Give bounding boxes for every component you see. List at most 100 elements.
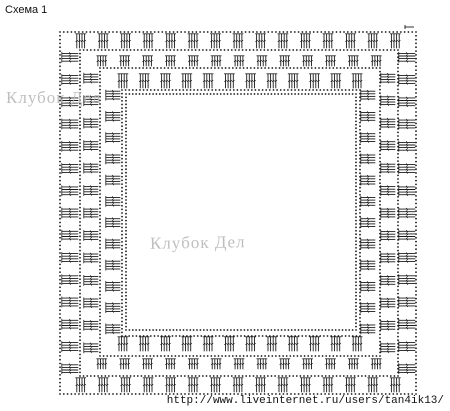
chain-stitch [397, 307, 399, 309]
dc-cluster [165, 377, 176, 393]
chain-stitch [295, 375, 298, 377]
chain-stitch [379, 286, 381, 289]
dc-cluster [75, 33, 87, 49]
chain-stitch [355, 188, 357, 191]
chain-stitch [119, 393, 122, 395]
chain-stitch [355, 185, 357, 188]
chain-stitch [351, 329, 354, 331]
chain-stitch [99, 293, 101, 296]
dc-cluster [398, 74, 416, 85]
chain-stitch [415, 145, 417, 148]
chain-stitch [59, 126, 61, 129]
chain-stitch [99, 211, 101, 213]
chain-stitch [355, 209, 357, 212]
chain-stitch [312, 31, 315, 33]
chain-stitch [415, 370, 417, 372]
chain-stitch [359, 317, 361, 319]
chain-stitch [397, 285, 399, 288]
chain-stitch [392, 31, 395, 33]
dc-cluster [61, 229, 79, 241]
chain-stitch [79, 174, 81, 177]
chain-stitch [196, 67, 198, 69]
chain-stitch [79, 63, 81, 66]
chain-stitch [79, 117, 81, 119]
chain-stitch [79, 350, 81, 352]
chain-stitch [115, 393, 118, 395]
chain-stitch [125, 247, 127, 249]
chain-stitch [379, 128, 381, 131]
chain-stitch [369, 393, 372, 395]
chain-stitch [332, 67, 335, 69]
chain-stitch [121, 288, 123, 290]
chain-stitch [125, 312, 127, 314]
chain-stitch [240, 93, 242, 95]
chain-stitch [214, 31, 217, 33]
chain-stitch [121, 313, 123, 316]
chain-stitch [277, 93, 280, 95]
chain-stitch [59, 179, 61, 182]
chain-stitch [125, 185, 127, 188]
chain-stitch [59, 347, 61, 350]
dc-cluster [245, 73, 256, 89]
chain-stitch [99, 178, 101, 181]
chain-stitch [79, 224, 81, 227]
chain-stitch [140, 375, 143, 377]
chain-stitch [79, 110, 81, 112]
chain-stitch [284, 329, 286, 331]
chain-stitch [99, 207, 101, 210]
chain-stitch [415, 233, 417, 235]
dc-cluster [322, 33, 334, 49]
chain-stitch [180, 49, 183, 51]
dc-cluster [83, 117, 99, 129]
chain-stitch [317, 49, 320, 51]
chain-stitch [261, 335, 264, 337]
chain-stitch [355, 247, 357, 249]
chain-stitch [121, 179, 123, 182]
chain-stitch [301, 89, 304, 91]
dc-cluster [165, 55, 176, 67]
chain-stitch [187, 31, 190, 33]
chain-stitch [355, 195, 357, 198]
chain-stitch [299, 375, 302, 377]
chain-stitch [59, 134, 61, 136]
chain-stitch [355, 284, 357, 287]
dc-cluster [210, 358, 222, 370]
chain-stitch [121, 255, 123, 258]
chain-stitch [59, 160, 61, 163]
chain-stitch [59, 217, 61, 220]
chain-stitch [191, 375, 193, 377]
chain-stitch [85, 393, 88, 395]
chain-stitch [125, 315, 127, 318]
chain-stitch [239, 67, 241, 69]
chain-stitch [121, 327, 123, 330]
chain-stitch [121, 154, 123, 157]
chain-stitch [131, 31, 133, 33]
chain-stitch [99, 351, 101, 354]
chain-stitch [161, 393, 164, 395]
chain-stitch [121, 270, 123, 272]
chain-stitch [79, 278, 81, 281]
chain-stitch [121, 197, 123, 200]
chain-stitch [163, 355, 166, 357]
chain-stitch [145, 329, 148, 331]
chain-stitch [139, 89, 141, 91]
chain-stitch [379, 196, 381, 199]
chain-stitch [355, 117, 357, 119]
chain-stitch [185, 67, 188, 69]
chain-stitch [99, 185, 101, 188]
chain-stitch [160, 89, 163, 91]
chain-stitch [246, 355, 249, 357]
chain-stitch [355, 277, 357, 280]
chain-stitch [121, 280, 123, 283]
chain-stitch [81, 393, 84, 395]
chain-stitch [324, 49, 327, 51]
chain-stitch [79, 113, 81, 116]
chain-stitch [300, 355, 302, 357]
chain-stitch [59, 69, 61, 71]
dc-cluster [224, 73, 235, 89]
chain-stitch [85, 31, 88, 33]
chain-stitch [415, 366, 417, 369]
chain-stitch [200, 89, 203, 91]
chain-stitch [153, 89, 156, 91]
chain-stitch [415, 343, 417, 346]
